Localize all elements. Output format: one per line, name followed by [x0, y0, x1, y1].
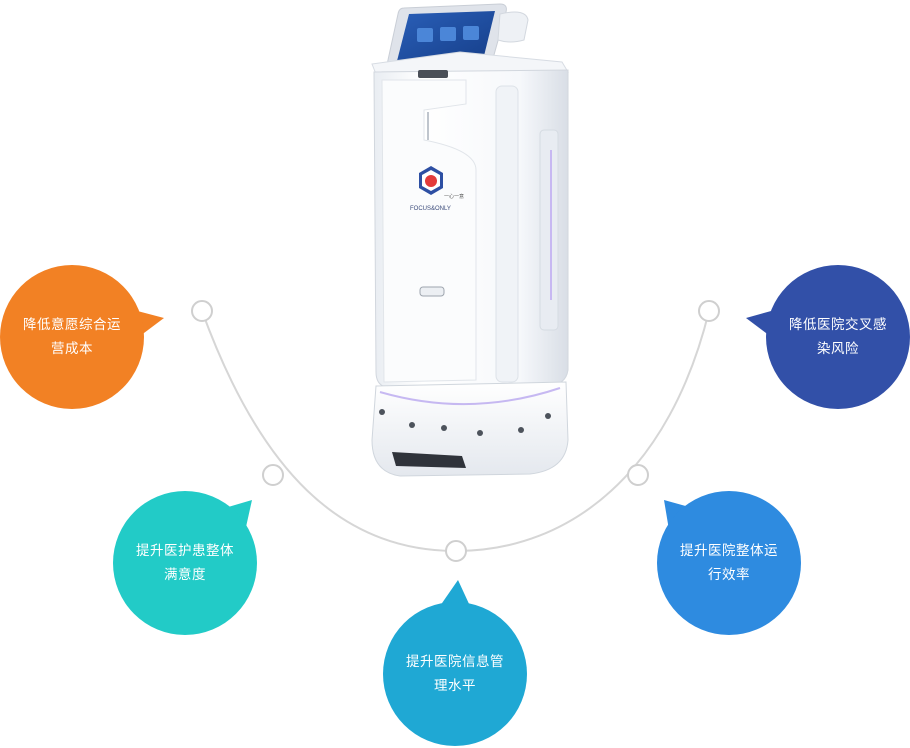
- focus-only-logo: 一心一意 FOCUS&ONLY: [410, 166, 464, 212]
- bubble-circle-infection: [766, 265, 910, 409]
- arc-node-efficiency: [627, 464, 649, 486]
- arc-node-infection: [698, 300, 720, 322]
- logo-text-cn: 一心一意: [444, 193, 464, 200]
- benefit-label-infection: 降低医院交叉感 染风险: [789, 317, 887, 357]
- arc-node-satisfaction: [262, 464, 284, 486]
- robot-base: [371, 381, 569, 477]
- benefit-bubble-infection: [746, 265, 910, 409]
- benefit-bubble-efficiency: [657, 491, 801, 635]
- bubble-circle-info: [383, 602, 527, 746]
- logo-text-en: FOCUS&ONLY: [410, 206, 451, 212]
- bubble-circle-efficiency: [657, 491, 801, 635]
- benefit-label-info: 提升医院信息管 理水平: [406, 654, 504, 694]
- benefit-label-efficiency: 提升医院整体运 行效率: [680, 543, 778, 583]
- arc-node-info: [445, 540, 467, 562]
- robot-screen: [387, 3, 529, 69]
- bubble-tail-info: [440, 580, 470, 606]
- bubble-circle-cost: [0, 265, 144, 409]
- benefit-label-cost: 降低意愿综合运 营成本: [23, 317, 121, 357]
- arc-node-cost: [191, 300, 213, 322]
- benefit-label-satisfaction: 提升医护患整体 满意度: [136, 543, 234, 583]
- robot-illustration: 一心一意 FOCUS&ONLY: [371, 3, 569, 477]
- benefit-bubble-info: [383, 580, 527, 746]
- bubble-circle-satisfaction: [113, 491, 257, 635]
- benefit-bubble-cost: [0, 265, 164, 409]
- benefit-bubble-satisfaction: [113, 491, 257, 635]
